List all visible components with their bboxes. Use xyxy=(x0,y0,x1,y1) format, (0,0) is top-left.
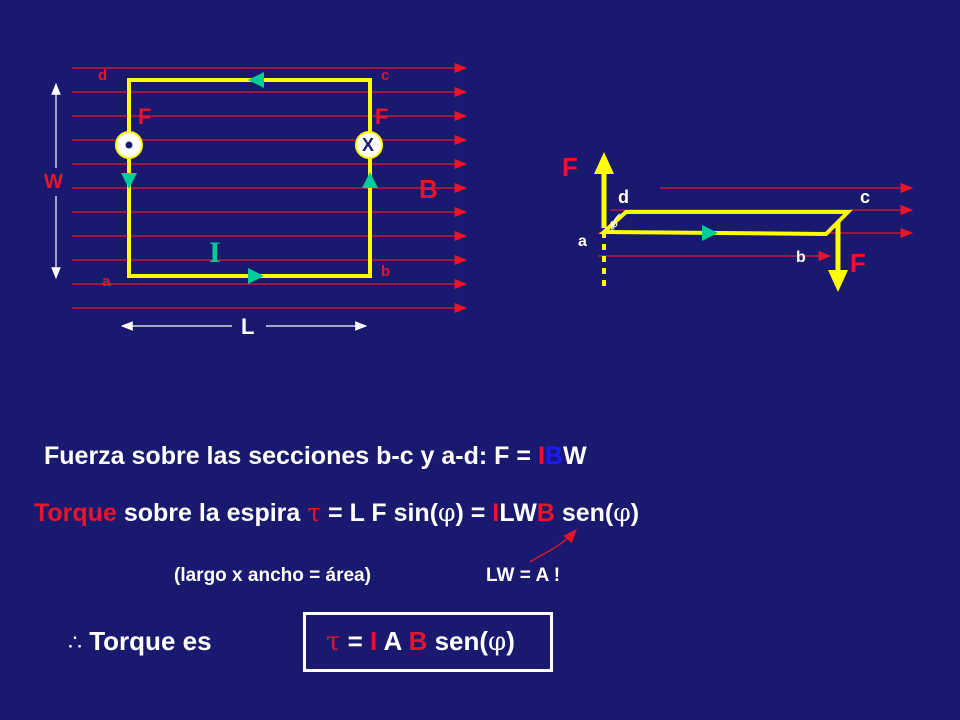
force-arrow-up-head xyxy=(594,152,614,174)
force-formula-I: I xyxy=(537,442,545,470)
area-equation: LW = A ! xyxy=(486,565,561,586)
final-eq: = xyxy=(340,626,371,656)
force-label-left: F xyxy=(138,104,152,129)
force-formula-B: B xyxy=(544,442,563,470)
torque-I: I xyxy=(492,499,500,527)
torque-text-5: ) xyxy=(630,499,640,527)
side-force-top-label: F xyxy=(562,152,578,182)
torque-text-4: sen( xyxy=(554,499,614,527)
torque-LW: LW xyxy=(499,499,537,527)
out-of-page-dot xyxy=(125,141,133,149)
force-formula-line: Fuerza sobre las secciones b-c y a-d: F … xyxy=(44,444,587,469)
corner-label-c: c xyxy=(381,67,390,84)
force-formula-W: W xyxy=(562,442,587,470)
force-arrow-down-head xyxy=(828,270,848,292)
conclusion-text: Torque es xyxy=(82,626,212,656)
force-formula-text: Fuerza sobre las secciones b-c y a-d: F … xyxy=(44,442,538,470)
current-label: I xyxy=(209,236,221,269)
width-label: W xyxy=(44,171,63,193)
final-tau: τ xyxy=(326,627,341,657)
side-corner-label-b: b xyxy=(796,249,806,266)
final-close: ) xyxy=(506,626,515,656)
angle-arc xyxy=(611,213,621,233)
corner-label-a: a xyxy=(102,273,111,290)
side-current-arrow xyxy=(702,225,718,241)
length-label: L xyxy=(241,314,255,339)
final-I: I xyxy=(370,626,378,656)
final-sen: sen( xyxy=(427,626,489,656)
into-page-symbol xyxy=(355,131,383,159)
torque-text-1: sobre la espira xyxy=(116,499,308,527)
final-B: B xyxy=(408,626,428,656)
torque-phi-1: φ xyxy=(438,498,456,527)
into-page-label: X xyxy=(362,135,375,155)
force-label-right: F xyxy=(375,104,389,129)
annotation-curve xyxy=(529,528,577,563)
torque-formula-line: Torque sobre la espira τ = L F sin(φ) = … xyxy=(34,500,639,526)
current-loop xyxy=(127,78,372,278)
side-corner-label-c: c xyxy=(860,187,871,207)
current-arrow-right xyxy=(362,172,378,188)
tilted-loop xyxy=(598,210,853,237)
current-arrow-top xyxy=(248,72,264,88)
torque-phi-2: φ xyxy=(613,498,631,527)
torque-B: B xyxy=(536,499,555,527)
conclusion-line: ∴ Torque es xyxy=(68,628,212,655)
torque-tau: τ xyxy=(307,498,322,527)
current-arrow-bottom xyxy=(248,268,264,284)
final-A: A xyxy=(377,626,409,656)
angle-label: φ xyxy=(610,217,618,230)
current-arrow-left xyxy=(121,173,137,189)
torque-word: Torque xyxy=(34,499,117,527)
side-corner-label-d: d xyxy=(618,187,629,207)
field-label: B xyxy=(419,174,438,204)
corner-label-d: d xyxy=(98,67,108,84)
corner-label-b: b xyxy=(381,263,391,280)
side-force-bottom-label: F xyxy=(850,248,866,278)
therefore-symbol: ∴ xyxy=(68,631,82,656)
side-corner-label-a: a xyxy=(578,233,587,250)
area-note: (largo x ancho = área) xyxy=(174,565,371,586)
field-lines xyxy=(72,62,468,314)
final-phi: φ xyxy=(488,627,507,657)
final-formula-box xyxy=(303,612,553,672)
torque-text-3: ) = xyxy=(455,499,493,527)
final-formula: τ = I A B sen(φ) xyxy=(326,628,515,655)
torque-text-2: = L F sin( xyxy=(321,499,439,527)
